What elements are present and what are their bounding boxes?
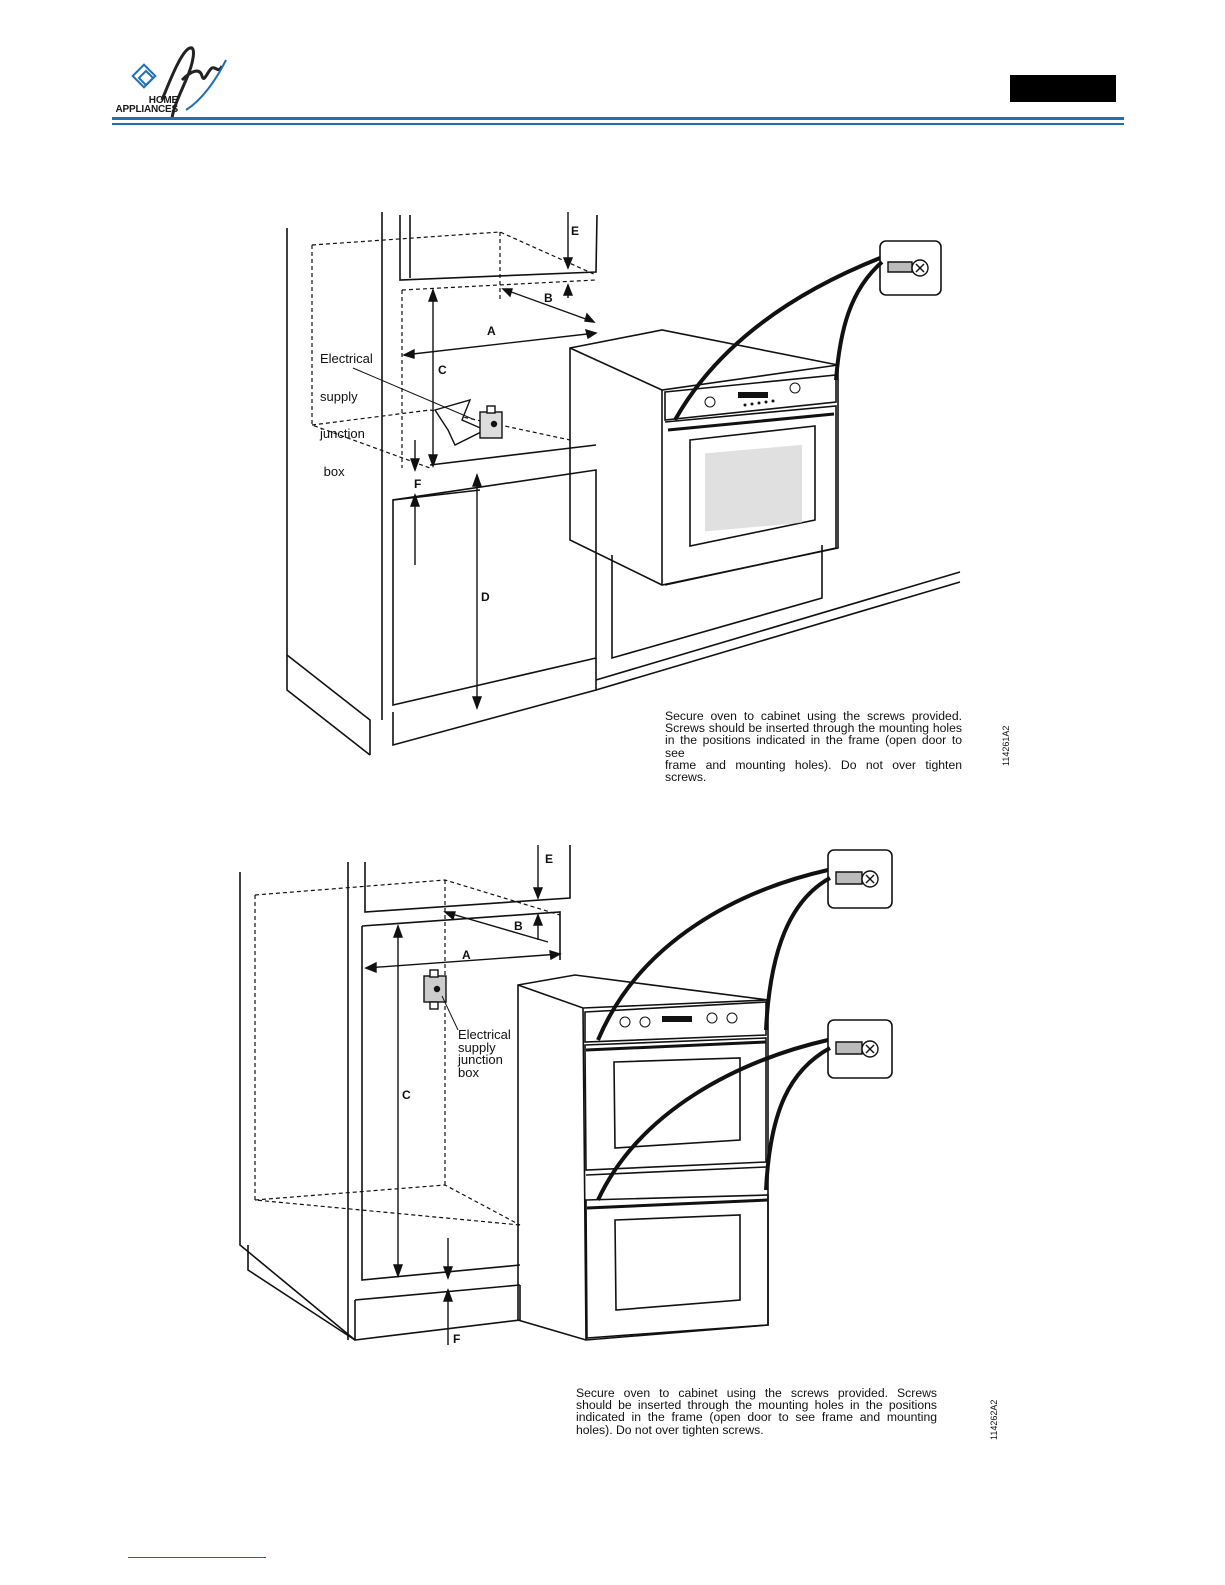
dim-label-e-2: E — [545, 852, 554, 866]
figure-2-code: 114262A2 — [989, 1399, 999, 1440]
footer-rule — [128, 1557, 266, 1558]
dim-label-d: D — [481, 590, 490, 604]
header-rule-bottom — [112, 123, 1124, 125]
dim-label-c-2: C — [402, 1088, 411, 1102]
figure-2-caption: Secure oven to cabinet using the screws … — [576, 1386, 937, 1437]
figure-2-drawing — [239, 845, 893, 1345]
figure-1-drawing — [286, 212, 961, 756]
dim-label-a-2: A — [462, 948, 471, 962]
dim-label-b: B — [544, 291, 553, 305]
dim-label-f-2: F — [453, 1332, 461, 1346]
brand-logo: HOME APPLIANCES — [112, 40, 232, 120]
screw-icon-2 — [835, 870, 879, 888]
junction-box-label: Electrical supply junction box — [320, 351, 373, 479]
figure-1-single-oven: A B C D E F Electrical supply junction b… — [0, 0, 1225, 790]
dim-label-a: A — [487, 324, 496, 338]
logo-mark-icon — [131, 46, 227, 119]
dim-label-b-2: B — [514, 919, 523, 933]
header-rule-top — [112, 117, 1124, 120]
logo-line-home: HOME — [148, 95, 178, 106]
dim-label-c: C — [438, 363, 447, 377]
junction-box-label-2: Electrical supply junction box — [458, 1027, 511, 1080]
screw-icon-3 — [835, 1040, 879, 1058]
page-tab-marker — [1010, 75, 1116, 102]
logo-line-appliances: APPLIANCES — [115, 104, 179, 115]
dim-label-f: F — [414, 477, 422, 491]
dim-label-e: E — [571, 224, 580, 238]
figure-1-caption: Secure oven to cabinet using the screws … — [665, 709, 962, 785]
screw-icon — [887, 259, 929, 277]
